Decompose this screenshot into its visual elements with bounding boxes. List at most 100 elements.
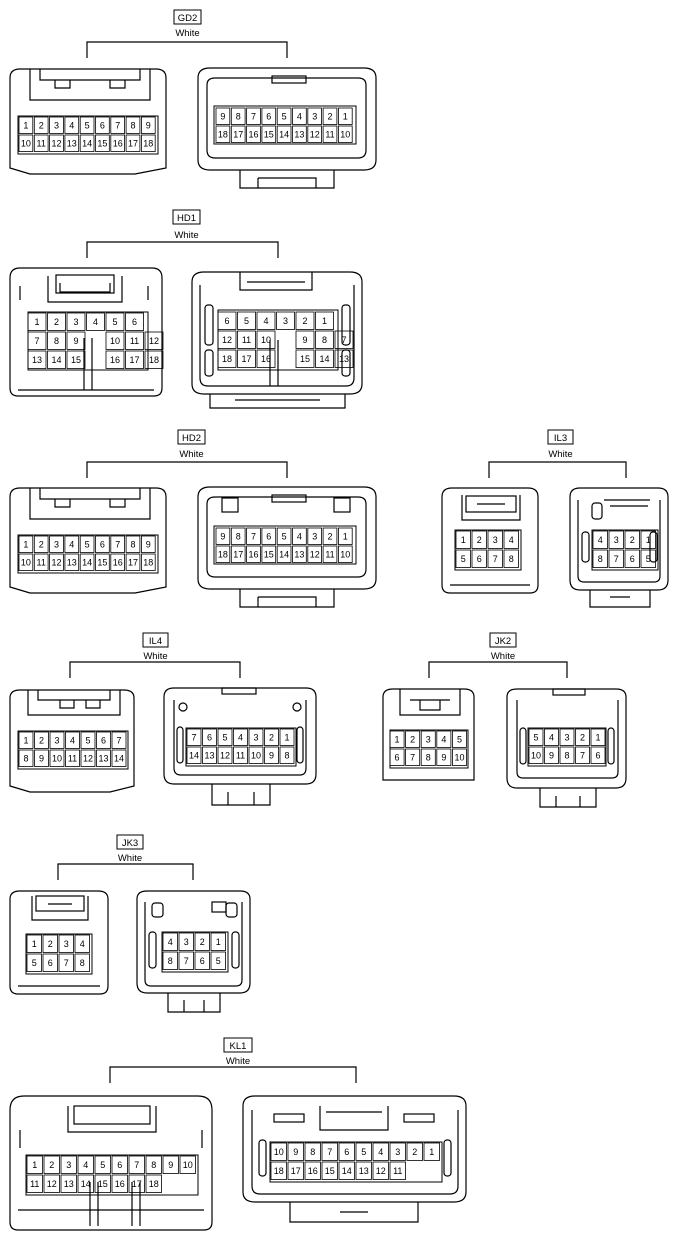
pin-number: 8 — [509, 554, 514, 564]
pin-cell — [18, 535, 34, 553]
pin-number: 14 — [189, 750, 199, 760]
pin-cell — [406, 1142, 423, 1161]
pin-cell — [237, 330, 256, 349]
pin-cell — [230, 545, 246, 563]
pin-number: 14 — [319, 354, 329, 364]
pin-number: 5 — [222, 732, 227, 742]
bracket-line — [86, 41, 288, 58]
pin-cell — [110, 116, 126, 134]
pin-number: 8 — [168, 956, 173, 966]
pin-number: 6 — [117, 1160, 122, 1170]
pin-cell — [178, 932, 194, 951]
pin-cell — [64, 553, 80, 571]
bracket-line — [488, 461, 627, 478]
pin-cell — [304, 1142, 321, 1161]
pin-cell — [128, 1174, 145, 1193]
pin-cell — [575, 728, 590, 746]
pin-number: 13 — [294, 129, 304, 139]
pin-number: 9 — [220, 111, 225, 121]
pin-cell — [295, 349, 315, 368]
pin-cell — [372, 1161, 389, 1180]
pin-cell — [237, 349, 256, 368]
pin-number: 2 — [49, 1160, 54, 1170]
pin-number: 3 — [493, 535, 498, 545]
pin-cell — [86, 312, 105, 331]
pin-cell — [33, 553, 49, 571]
pin-number: 18 — [149, 1179, 159, 1189]
pin-cell — [624, 530, 640, 549]
pin-number: 8 — [236, 111, 241, 121]
connector-label-box — [547, 429, 574, 445]
pin-number: 2 — [39, 735, 44, 745]
pin-number: 16 — [115, 1179, 125, 1189]
pin-number: 7 — [191, 732, 196, 742]
pin-cell — [608, 549, 624, 568]
pin-cell — [372, 1142, 389, 1161]
pin-cell — [140, 553, 156, 571]
connector-color: White — [179, 449, 203, 460]
pin-number: 9 — [39, 753, 44, 763]
pin-cell — [49, 731, 65, 749]
pin-cell — [355, 1142, 372, 1161]
pin-number: 13 — [64, 1179, 74, 1189]
pin-number: 3 — [614, 535, 619, 545]
connector-id: GD2 — [178, 13, 198, 24]
pin-number: 10 — [340, 549, 350, 559]
connector-color: White — [491, 651, 515, 662]
pin-cell — [321, 1161, 338, 1180]
pin-number: 8 — [23, 753, 28, 763]
pin-number: 12 — [83, 753, 93, 763]
pin-number: 4 — [70, 735, 75, 745]
pin-number: 3 — [54, 735, 59, 745]
pin-cell — [451, 730, 467, 748]
pin-cell — [194, 951, 210, 970]
pin-number: 1 — [461, 535, 466, 545]
pin-number: 3 — [54, 120, 59, 130]
pin-cell — [94, 1155, 111, 1174]
pin-cell — [26, 1174, 43, 1193]
pin-cell — [389, 1142, 406, 1161]
pin-cell — [66, 350, 86, 369]
pin-cell — [276, 107, 292, 125]
pin-number: 9 — [269, 750, 274, 760]
pin-cell — [18, 116, 34, 134]
pin-cell — [217, 330, 237, 349]
pin-number: 17 — [129, 355, 139, 365]
pin-number: 6 — [100, 120, 105, 130]
pin-number: 1 — [34, 317, 39, 327]
pin-cell — [26, 953, 42, 972]
pin-cell — [264, 728, 279, 746]
pin-cell — [246, 527, 261, 545]
pin-number: 7 — [115, 120, 120, 130]
pin-number: 8 — [322, 335, 327, 345]
pin-cell — [420, 730, 436, 748]
pin-cell — [307, 107, 322, 125]
pin-number: 6 — [395, 752, 400, 762]
pin-cell — [26, 1155, 43, 1174]
pin-number: 9 — [73, 336, 78, 346]
pin-number: 11 — [236, 750, 245, 760]
pin-cell — [49, 553, 64, 571]
pin-cell — [34, 731, 49, 749]
pin-cell — [270, 1161, 287, 1180]
pin-number: 2 — [302, 316, 307, 326]
pin-cell — [246, 545, 261, 563]
pin-number: 2 — [269, 732, 274, 742]
pin-cell — [487, 549, 503, 568]
connector-id: HD1 — [177, 213, 196, 224]
pin-number: 10 — [251, 750, 261, 760]
pin-cell — [47, 350, 66, 369]
connector-id: JK2 — [495, 636, 511, 647]
connector-id: IL3 — [554, 433, 567, 444]
pin-number: 1 — [646, 535, 651, 545]
pin-cell — [215, 125, 231, 143]
pin-cell — [202, 728, 217, 746]
